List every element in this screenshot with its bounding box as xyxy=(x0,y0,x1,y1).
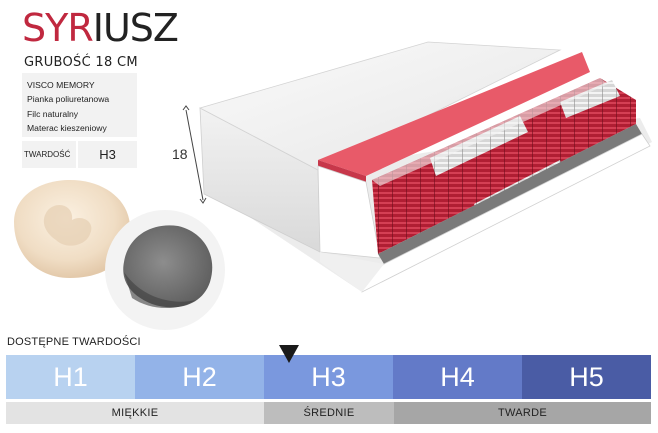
mattress-illustration xyxy=(14,41,652,330)
layer-item: Filc naturalny xyxy=(27,108,79,119)
product-title-accent: SYR xyxy=(22,6,94,50)
pocket-springs xyxy=(372,78,636,254)
felt-layer xyxy=(378,124,642,264)
triangle-down-icon xyxy=(279,345,299,363)
thickness-label: GRUBOŚĆ 18 CM xyxy=(24,55,138,70)
hardness-h4: H4 xyxy=(393,355,522,399)
hardness-label: TWARDOŚĆ xyxy=(22,141,76,168)
felt-swatch xyxy=(123,225,213,308)
layer-item: Pianka poliuretanowa xyxy=(27,94,110,105)
hardness-h2: H2 xyxy=(135,355,264,399)
foam-imprint xyxy=(43,205,92,246)
hardness-scale-title: DOSTĘPNE TWARDOŚCI xyxy=(7,336,141,348)
hardness-groups: MIĘKKIE ŚREDNIE TWARDE xyxy=(6,402,651,424)
hardness-value: H3 xyxy=(78,141,137,168)
product-title-rest: IUSZ xyxy=(92,6,179,50)
group-soft: MIĘKKIE xyxy=(6,402,264,424)
layer-item: Materac kieszeniowy xyxy=(27,122,107,133)
layers-list: VISCO MEMORY Pianka poliuretanowa Filc n… xyxy=(22,73,137,137)
product-title: SYRIUSZ xyxy=(22,6,179,50)
visco-layer xyxy=(318,52,590,176)
hardness-h1: H1 xyxy=(6,355,135,399)
group-hard: TWARDE xyxy=(394,402,651,424)
dimension-line xyxy=(185,109,204,201)
mattress-cover xyxy=(198,41,562,171)
height-dimension: 18 xyxy=(172,146,188,162)
hardness-h5: H5 xyxy=(522,355,651,399)
layer-item: VISCO MEMORY xyxy=(27,80,95,90)
group-medium: ŚREDNIE xyxy=(264,402,394,424)
hardness-scale: H1 H2 H3 H4 H5 xyxy=(6,355,651,399)
